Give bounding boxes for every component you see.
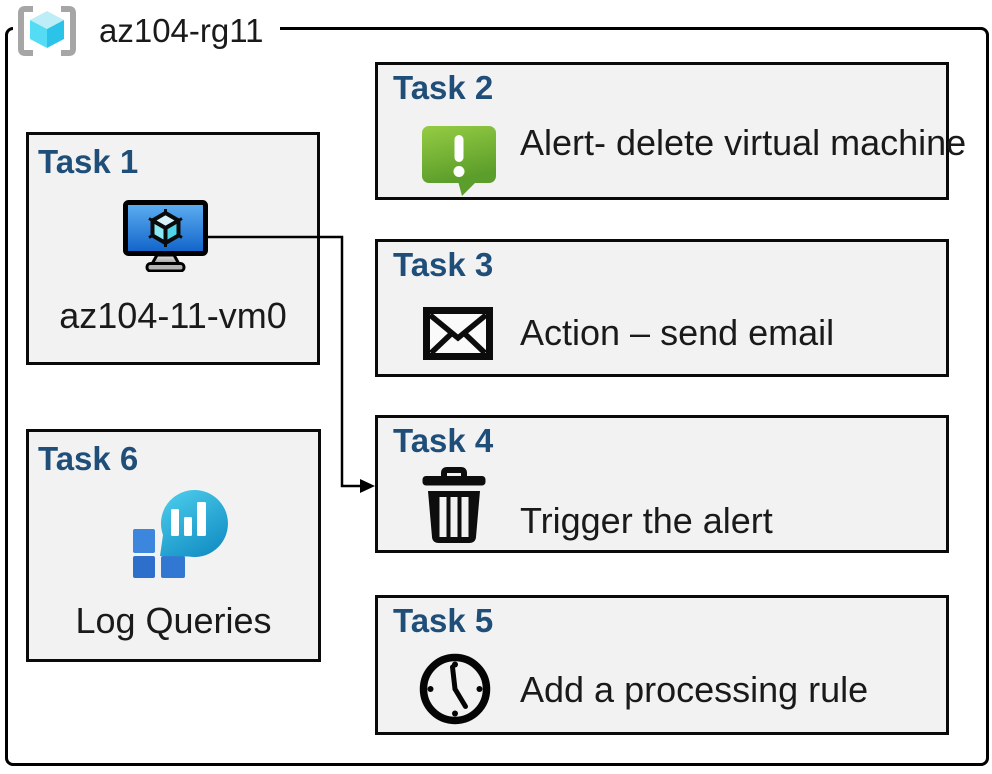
task-5-label: Add a processing rule xyxy=(520,669,869,710)
resource-group-name: az104-rg11 xyxy=(99,12,264,49)
task-box-4: Task 4 Trigger the alert xyxy=(375,415,949,553)
task-box-5: Task 5 Add a processing rule xyxy=(375,595,949,735)
task-6-header: Task 6 xyxy=(38,440,139,477)
task-box-6: Task 6 Log Queries xyxy=(26,429,321,662)
task-4-header: Task 4 xyxy=(393,422,494,459)
task-1-label: az104-11-vm0 xyxy=(59,295,287,336)
resource-group-icon xyxy=(18,6,76,56)
log-analytics-icon xyxy=(133,490,228,578)
task-2-label: Alert- delete virtual machine xyxy=(520,122,967,163)
task-box-1: Task 1 az104-11-vm0 xyxy=(26,132,320,365)
alert-message-icon xyxy=(422,126,496,196)
task-box-3: Task 3 Action – send email xyxy=(375,239,949,377)
clock-schedule-icon xyxy=(419,653,491,725)
task-4-label: Trigger the alert xyxy=(520,500,773,541)
task-1-header: Task 1 xyxy=(38,143,139,180)
task-3-label: Action – send email xyxy=(520,312,835,353)
email-envelope-icon xyxy=(423,307,493,360)
virtual-machine-icon xyxy=(123,200,208,272)
task-3-header: Task 3 xyxy=(393,246,494,283)
task-6-label: Log Queries xyxy=(75,600,272,641)
resource-group-header: az104-rg11 xyxy=(13,3,280,59)
task-2-header: Task 2 xyxy=(393,69,494,106)
task-box-2: Task 2 Alert- delete virtual machine xyxy=(375,62,966,200)
trash-delete-icon xyxy=(422,467,486,543)
task-5-header: Task 5 xyxy=(393,602,494,639)
